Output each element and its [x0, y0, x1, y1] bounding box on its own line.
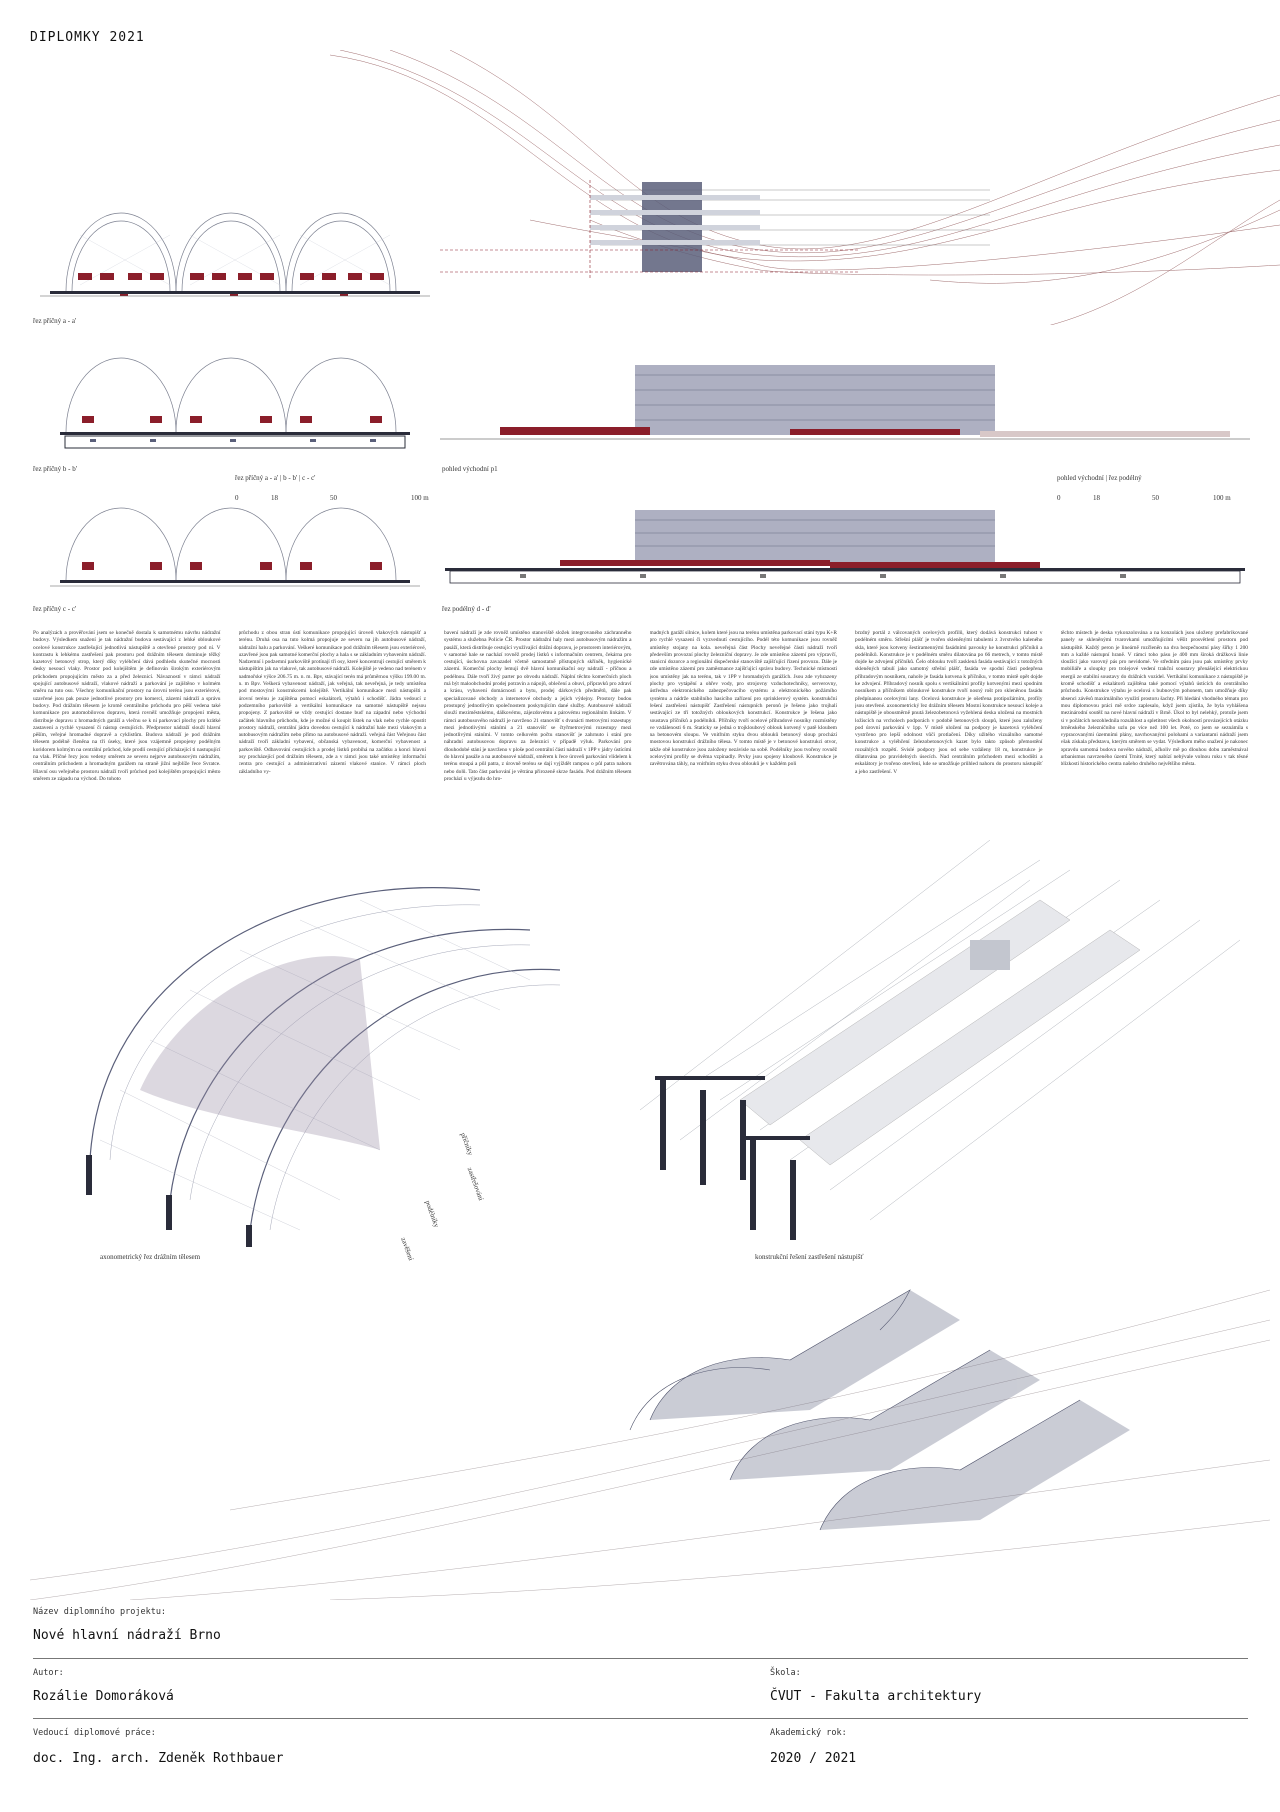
roof-perspective-drawing [30, 1289, 1270, 1600]
value-author: Rozálie Domoráková [33, 1689, 174, 1704]
caption-axo-platform: konstrukční řešení zastřešení nástupišť [755, 1253, 864, 1261]
value-supervisor: doc. Ing. arch. Zdeněk Rothbauer [33, 1751, 284, 1766]
caption-view-east: pohled východní p1 [442, 465, 498, 473]
axo-structure-drawing [86, 887, 561, 1247]
footer-divider-2 [33, 1718, 1248, 1719]
label-year: Akademický rok: [770, 1728, 847, 1738]
text-column-4: madných garáží silnice, kolem které jsou… [649, 630, 838, 768]
scale-left-50: 50 [330, 494, 337, 502]
caption-section-group: řez příčný a - a' | b - b' | c - c' [235, 474, 316, 482]
caption-section-c: řez příčný c - c' [33, 605, 77, 613]
text-column-1: Po analýzách a prověřování jsem se koneč… [33, 630, 221, 782]
text-column-3: bavení nádraží je zde rovněž umístěno st… [444, 630, 632, 782]
section-b-drawing [60, 357, 410, 449]
caption-view-group: pohled východní | řez podélný [1057, 474, 1142, 482]
text-column-2: průchodu z obou stran ústí komunikace pr… [238, 630, 427, 775]
footer-divider-1 [33, 1658, 1248, 1659]
scale-bar-right: 0 18 50 100 m [1057, 494, 1257, 504]
description-text: Po analýzách a prověřování jsem se koneč… [33, 630, 1248, 835]
scale-left-0: 0 [235, 494, 239, 502]
section-a-drawing [40, 212, 430, 297]
scale-right-18: 18 [1093, 494, 1100, 502]
text-column-6: těchto místech je deska vykonzolována a … [1060, 630, 1249, 768]
caption-section-b: řez příčný b - b' [33, 465, 78, 473]
label-project: Název diplomního projektu: [33, 1607, 167, 1617]
header-title: DIPLOMKY 2021 [30, 30, 145, 45]
scale-right-100: 100 m [1213, 494, 1231, 502]
section-c-drawing [50, 507, 420, 587]
caption-axo-structure: axonometrický řez drážním tělesem [100, 1253, 201, 1261]
scale-left-18: 18 [271, 494, 278, 502]
caption-section-a: řez příčný a - a' [33, 317, 77, 325]
label-supervisor: Vedoucí diplomové práce: [33, 1728, 156, 1738]
site-plan-drawing [330, 50, 1280, 325]
scale-left-100: 100 m [411, 494, 429, 502]
long-section-drawing [445, 510, 1245, 584]
caption-section-long: řez podélný d - d' [442, 605, 491, 613]
value-year: 2020 / 2021 [770, 1751, 857, 1766]
text-column-5: brzdný portál z válcovaných ocelových pr… [855, 630, 1043, 775]
value-school: ČVUT - Fakulta architektury [770, 1689, 982, 1704]
scale-bar-left: 0 18 50 100 m [235, 494, 435, 504]
east-view-drawing [440, 365, 1250, 440]
axo-platform-drawing [640, 840, 1241, 1240]
value-project: Nové hlavní nádraží Brno [33, 1628, 221, 1643]
label-school: Škola: [770, 1668, 801, 1678]
label-author: Autor: [33, 1668, 64, 1678]
scale-right-0: 0 [1057, 494, 1061, 502]
scale-right-50: 50 [1152, 494, 1159, 502]
